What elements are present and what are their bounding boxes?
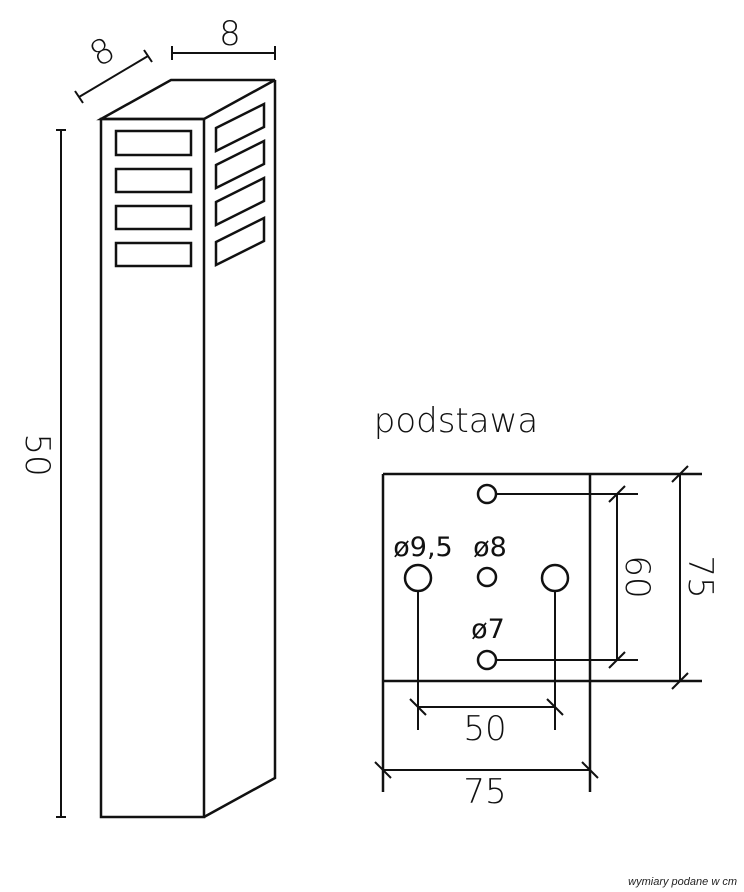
depth-label: 8 [83, 30, 122, 75]
hole-small-label: ø7 [471, 614, 505, 645]
side-vertical-dimension: 75 [671, 465, 720, 690]
width-dimension: 8 [171, 14, 276, 60]
front-vents [114, 129, 193, 268]
side-vents [214, 101, 266, 268]
hole-center [476, 566, 498, 588]
side-vertical-label: 75 [680, 555, 720, 598]
height-label: 50 [17, 433, 57, 476]
hole-spacing-vertical-label: 60 [617, 555, 657, 598]
hole-spacing-horizontal-label: 50 [463, 709, 506, 749]
hole-right [540, 563, 570, 593]
width-label: 8 [219, 14, 241, 54]
hole-top [476, 483, 498, 505]
hole-spacing-horizontal-dimension: 50 [409, 591, 564, 749]
side-horizontal-label: 75 [463, 772, 506, 812]
units-note: wymiary podane w cm [628, 876, 737, 888]
side-horizontal-dimension: 75 [374, 761, 599, 812]
hole-large-label: ø9,5 [393, 532, 452, 563]
height-dimension: 50 [17, 129, 66, 818]
hole-left [403, 563, 433, 593]
hole-spacing-vertical-dimension: 60 [496, 485, 657, 669]
top-face [96, 78, 276, 121]
hole-bottom [476, 649, 498, 671]
hole-center-label: ø8 [473, 532, 507, 563]
side-face [203, 80, 277, 819]
depth-dimension: 8 [74, 30, 153, 104]
lamp-post-drawing: 8 8 50 [17, 14, 277, 819]
base-drawing: podstawa ø9,5 ø8 ø7 60 75 [374, 401, 720, 812]
base-title: podstawa [374, 401, 539, 441]
